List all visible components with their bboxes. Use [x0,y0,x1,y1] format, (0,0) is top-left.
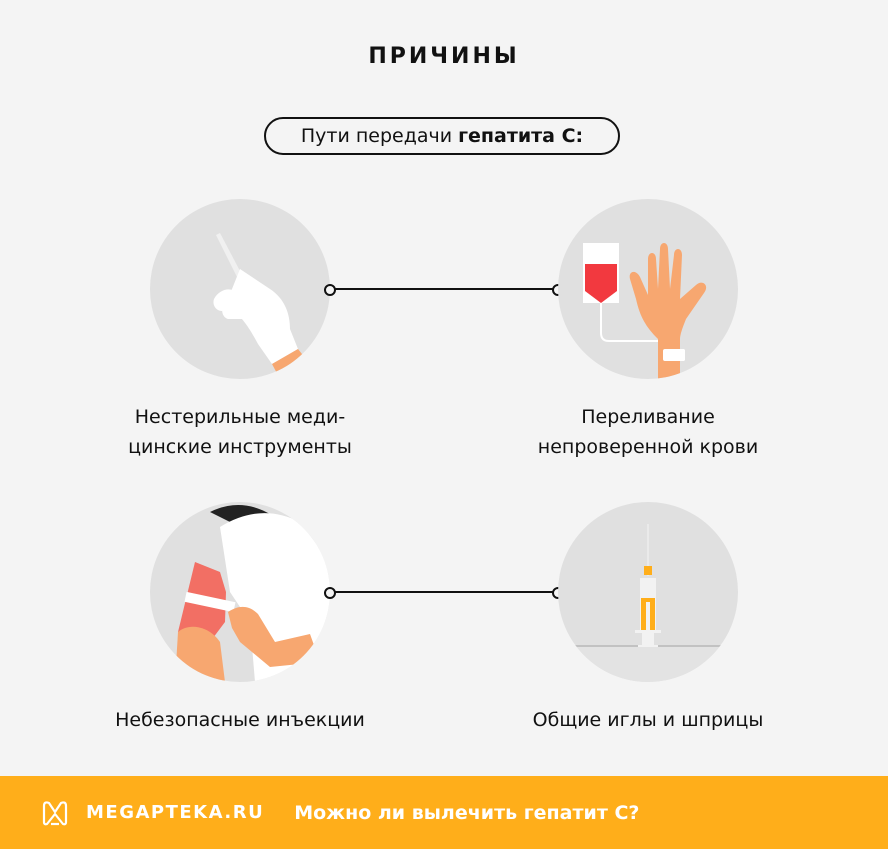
label-line: Нестерильные меди- [134,406,346,428]
subtitle-pill: Пути передачи гепатита С: [264,117,620,155]
footer-bar: MEGAPTEKA.RU Можно ли вылечить гепатит С… [0,776,888,849]
cause-label-1: Нестерильные меди- цинские инструменты [90,402,390,462]
label-line: непроверенной крови [537,436,759,458]
connector-line [334,591,554,593]
connector-dot-left [324,587,336,599]
subtitle-bold: гепатита С: [458,125,584,147]
label-line: цинские инструменты [128,436,352,458]
label-line: Небезопасные инъекции [115,709,365,731]
label-line: Переливание [581,406,715,428]
label-line: Общие иглы и шприцы [532,709,764,731]
cause-label-2: Переливание непроверенной крови [498,402,798,462]
cause-label-4: Общие иглы и шприцы [498,705,798,735]
subtitle-regular: Пути передачи [300,125,453,147]
blood-transfusion-icon [558,199,738,379]
cause-label-3: Небезопасные инъекции [90,705,390,735]
article-link[interactable]: Можно ли вылечить гепатит С? [294,801,640,824]
gloved-hand-scalpel-icon [150,199,330,379]
injection-arm-icon [150,502,330,682]
connector-line [334,288,554,290]
page-title: ПРИЧИНЫ [368,44,520,69]
brand-link[interactable]: MEGAPTEKA.RU [86,802,265,823]
megapteka-logo-icon[interactable] [40,798,70,828]
syringe-icon [558,502,738,682]
connector-dot-left [324,284,336,296]
